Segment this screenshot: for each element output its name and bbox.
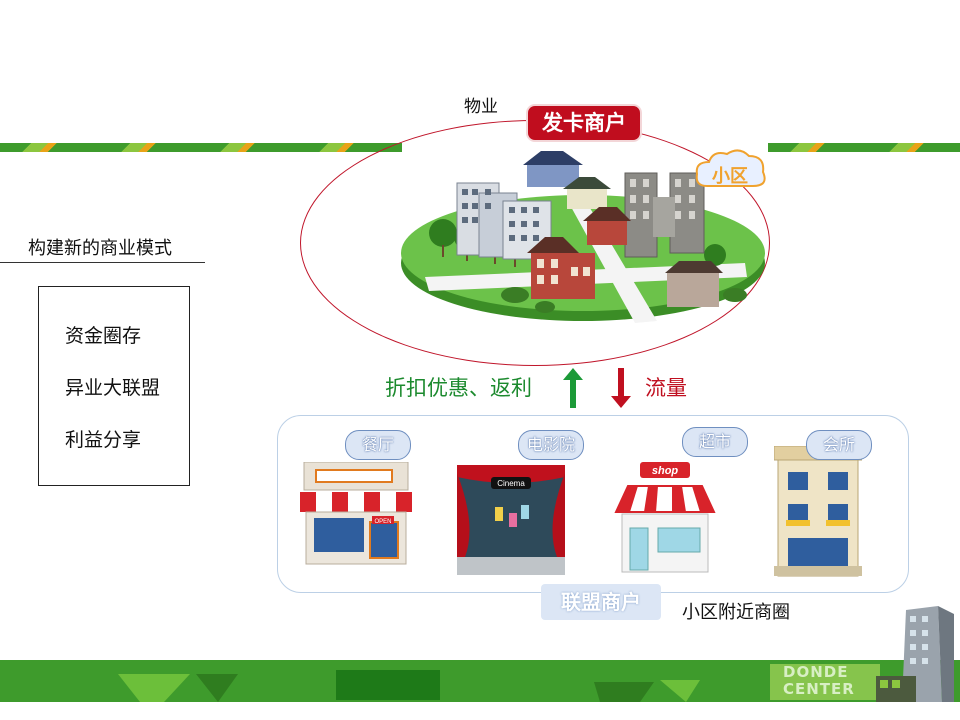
restaurant-bubble: 餐厅 — [345, 430, 411, 460]
property-label: 物业 — [464, 97, 498, 117]
community-illustration — [401, 151, 765, 323]
supermarket-bubble: 超市 — [682, 427, 748, 457]
left-item-2: 异业大联盟 — [65, 377, 161, 399]
community-label: 小区 — [712, 166, 748, 187]
left-item-3: 利益分享 — [65, 429, 142, 451]
bottom-band-pattern — [118, 664, 880, 702]
top-stripe-left — [0, 143, 402, 152]
up-arrow-icon — [563, 368, 583, 408]
club-icon — [774, 446, 862, 577]
left-title-underline — [0, 262, 205, 263]
community-cloud-icon — [695, 149, 766, 187]
club-bubble: 会所 — [806, 430, 872, 460]
cinema-bubble: 电影院 — [518, 430, 584, 460]
corner-tower-icon — [876, 606, 954, 702]
left-list-box: 资金圈存 异业大联盟 利益分享 — [38, 286, 190, 486]
supermarket-shop-sign: shop — [652, 465, 679, 477]
top-stripe-right — [768, 143, 960, 152]
left-item-1: 资金圈存 — [65, 325, 142, 347]
corner-logo: DONDE CENTER — [783, 663, 855, 698]
supermarket-icon: shop — [614, 462, 716, 573]
discount-label: 折扣优惠、返利 — [385, 376, 532, 400]
left-title: 构建新的商业模式 — [28, 238, 172, 259]
nearby-business-label: 小区附近商圈 — [682, 602, 790, 623]
down-arrow-icon — [611, 368, 631, 408]
alliance-badge: 联盟商户 — [541, 584, 661, 620]
issuer-badge: 发卡商户 — [528, 106, 640, 140]
restaurant-open-sign: OPEN — [374, 519, 391, 525]
restaurant-icon: OPEN — [300, 462, 412, 565]
cinema-sign: Cinema — [497, 479, 525, 488]
traffic-label: 流量 — [645, 376, 687, 400]
cinema-icon: Cinema — [457, 465, 565, 575]
